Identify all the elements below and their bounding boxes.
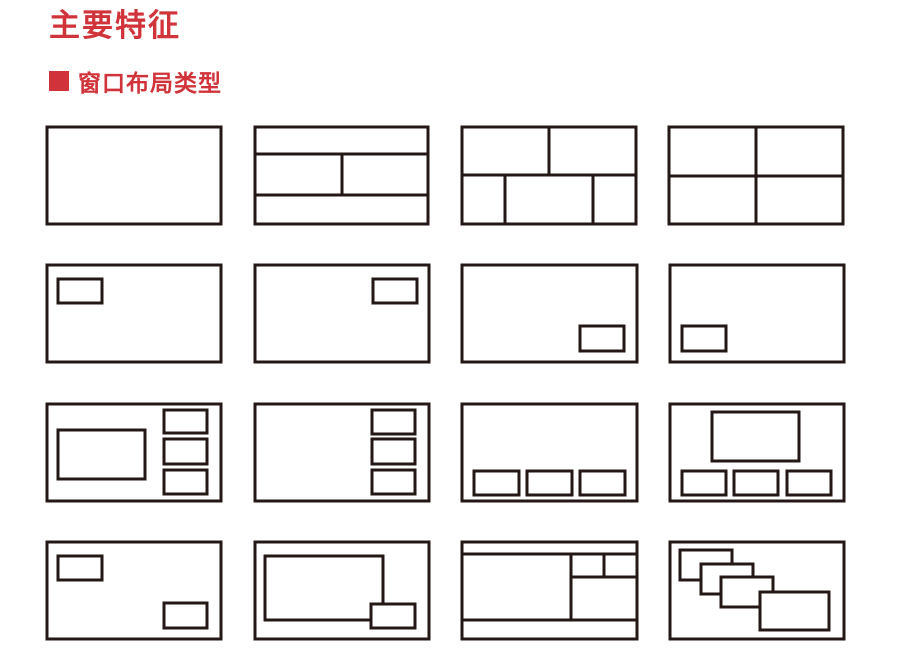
screen-frame	[45, 540, 223, 641]
window-box	[162, 468, 209, 496]
window-box	[370, 437, 417, 466]
layout-large-window-with-overlap	[253, 540, 431, 641]
window-box	[525, 469, 574, 497]
window-box	[162, 408, 209, 435]
layout-cascade-windows	[668, 540, 846, 641]
layout-quad-split	[667, 125, 845, 226]
screen-frame	[45, 125, 223, 226]
layout-overlapping-quad	[460, 125, 638, 226]
layout-complex-grid	[460, 540, 639, 641]
window-box	[758, 590, 831, 632]
window-box	[732, 469, 780, 497]
window-box	[371, 277, 419, 305]
window-box	[680, 324, 728, 353]
layout-pip-top-left	[45, 263, 223, 364]
window-box	[460, 552, 573, 622]
window-box	[369, 602, 417, 630]
layout-center-plus-three-bottom	[668, 402, 846, 503]
layout-pip-bottom-left	[668, 263, 846, 364]
window-box	[472, 469, 521, 497]
screen-frame	[460, 263, 639, 364]
screen-frame	[253, 402, 431, 503]
window-box	[56, 554, 104, 582]
layout-single-window	[45, 125, 223, 226]
screen-frame	[668, 263, 846, 364]
window-box	[503, 173, 595, 226]
screen-frame	[668, 402, 846, 503]
screen-frame	[668, 540, 846, 641]
window-box	[56, 428, 147, 481]
window-box	[56, 277, 104, 305]
window-box	[370, 408, 417, 436]
window-box	[263, 554, 385, 622]
window-box	[710, 410, 801, 463]
window-box	[162, 437, 209, 466]
window-box	[370, 468, 417, 496]
screen-frame	[45, 263, 223, 364]
section-marker-icon	[49, 71, 69, 91]
window-box	[578, 469, 627, 497]
screen-frame	[253, 125, 430, 226]
window-box	[578, 324, 626, 353]
layout-pip-top-right	[253, 263, 431, 364]
page-title: 主要特征	[49, 8, 181, 44]
section-title: 窗口布局类型	[78, 71, 222, 97]
window-box	[785, 469, 833, 497]
screen-frame	[460, 402, 639, 503]
layout-three-bottom-row	[460, 402, 639, 503]
screen-frame	[45, 402, 223, 503]
window-box	[680, 469, 728, 497]
window-box	[162, 601, 209, 630]
layout-three-stacked-right	[253, 402, 431, 503]
screen-frame	[253, 263, 431, 364]
layout-main-plus-three-right	[45, 402, 223, 503]
layout-three-row-split	[253, 125, 430, 226]
layout-pip-bottom-right	[460, 263, 639, 364]
screen-frame	[253, 540, 431, 641]
layout-pip-top-left-and-bottom-right	[45, 540, 223, 641]
section-header: 窗口布局类型	[49, 66, 222, 97]
